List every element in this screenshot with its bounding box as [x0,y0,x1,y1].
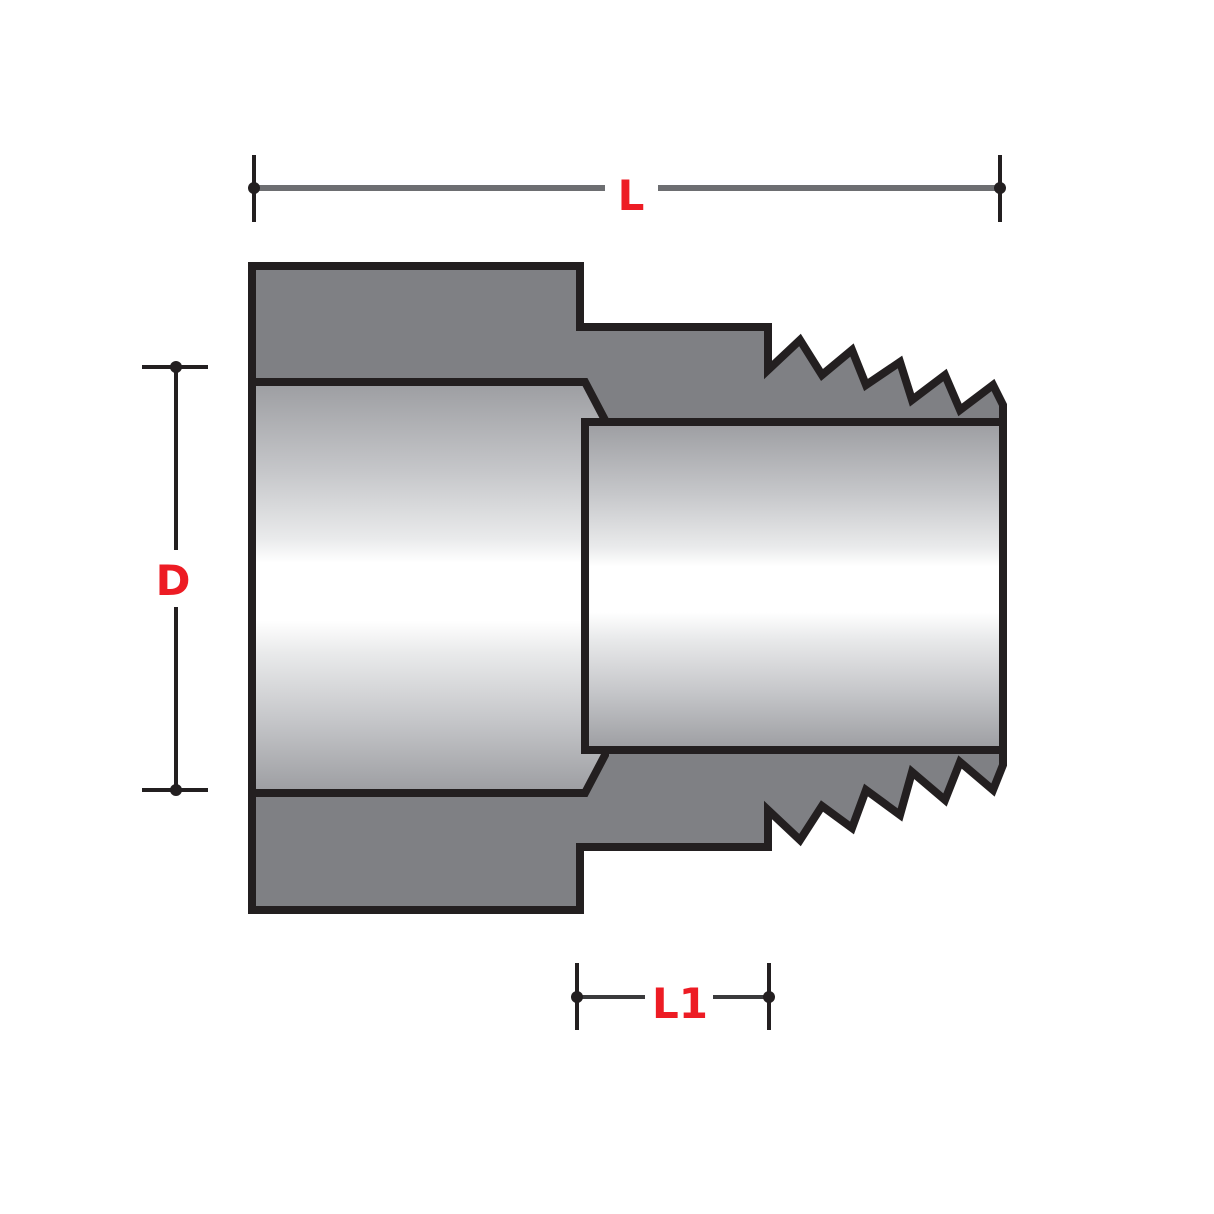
label-L: L [618,171,645,220]
through-bore [581,418,1007,754]
label-D: D [156,556,191,605]
dimension-D: D [142,361,208,796]
dimension-L1: L1 [571,963,775,1030]
dimension-L: L [248,155,1006,222]
socket-bore [248,378,609,797]
label-L1: L1 [652,979,708,1028]
